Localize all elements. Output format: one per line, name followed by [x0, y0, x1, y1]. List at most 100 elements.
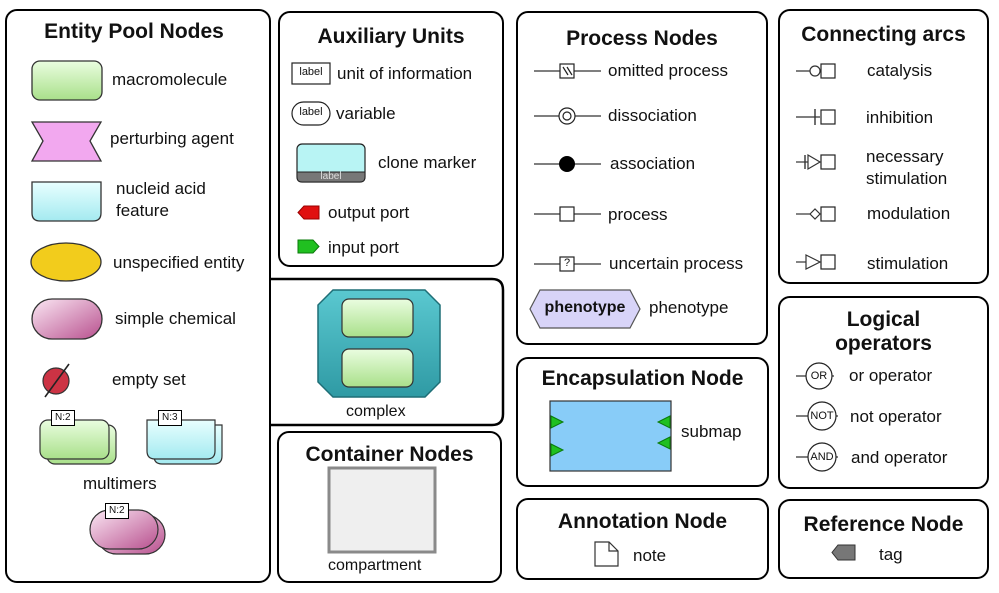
complex-label: complex: [346, 403, 406, 420]
submap-label: submap: [681, 422, 742, 441]
note-label: note: [633, 546, 667, 565]
empty-set-label: empty set: [112, 370, 186, 389]
process-panel: Process Nodes: [516, 11, 768, 345]
association-label: association: [610, 154, 696, 173]
input-port-icon: [297, 239, 320, 254]
not-box-text: NOT: [810, 410, 834, 422]
process-label: process: [608, 205, 668, 224]
submap-glyph: [549, 400, 672, 472]
unit-box-text: label: [299, 66, 323, 78]
arcs-panel: Connecting arcs: [778, 9, 989, 284]
omitted-process-label: omitted process: [608, 61, 728, 80]
submap-port-right-bottom: [656, 436, 671, 450]
dissociation-label: dissociation: [608, 106, 697, 125]
unit-of-information-glyph: [291, 62, 331, 85]
process-title: Process Nodes: [566, 27, 718, 50]
unspecified-entity-glyph: [30, 242, 102, 282]
empty-set-slash: [44, 363, 70, 398]
annotation-title: Annotation Node: [557, 510, 728, 533]
multimers-label: multimers: [83, 474, 157, 493]
necessary-stimulation-arc-icon: [807, 153, 822, 171]
catalysis-label: catalysis: [867, 61, 933, 80]
and-box-text: AND: [810, 451, 834, 463]
tag-label: tag: [879, 545, 903, 564]
reference-panel: Reference Node: [778, 499, 989, 579]
phenotype-glyph: [529, 289, 641, 329]
or-box-text: OR: [810, 370, 828, 382]
nucleic-acid-glyph: [31, 181, 102, 222]
output-port-label: output port: [328, 203, 410, 222]
necessary-stimulation-label-1: necessary: [866, 147, 944, 166]
unit-of-information-label: unit of information: [337, 64, 473, 83]
logical-title-2: operators: [835, 332, 932, 355]
not-operator-label: not operator: [850, 407, 942, 426]
submap-port-left-bottom: [550, 443, 565, 457]
phenotype-box-text: phenotype: [544, 299, 626, 316]
stimulation-label: stimulation: [867, 254, 949, 273]
perturbing-agent-label: perturbing agent: [110, 129, 234, 148]
and-operator-label: and operator: [851, 448, 948, 467]
logical-panel: Logical operators: [778, 296, 989, 489]
not-operator-glyph: [807, 401, 837, 431]
modulation-label: modulation: [867, 204, 951, 223]
process-glyph: [559, 206, 575, 222]
encapsulation-title: Encapsulation Node: [541, 367, 744, 390]
uncertain-process-label: uncertain process: [609, 254, 744, 273]
complex-subunit-top: [341, 298, 414, 338]
perturbing-agent-glyph: [30, 121, 103, 162]
compartment-glyph: [327, 466, 437, 554]
variable-glyph: [291, 101, 331, 126]
stimulation-arc-icon: [805, 254, 822, 270]
container-title: Container Nodes: [305, 443, 474, 466]
association-glyph: [559, 156, 575, 172]
multimer-nucleic-front: [146, 419, 216, 460]
clone-marker-band: [296, 171, 366, 183]
entity-pool-title: Entity Pool Nodes: [44, 20, 224, 43]
nucleic-acid-label-1: nucleid acid: [116, 179, 206, 198]
multimer-card-3: N:2: [105, 503, 129, 519]
annotation-panel: Annotation Node: [516, 498, 769, 580]
reference-title: Reference Node: [803, 513, 964, 536]
complex-subunit-bottom: [341, 348, 414, 388]
entity-pool-panel: Entity Pool Nodes: [5, 9, 271, 583]
input-port-label: input port: [328, 238, 399, 257]
submap-port-right-top: [656, 415, 671, 429]
tag-icon: [831, 544, 856, 561]
variable-label: variable: [336, 104, 396, 123]
logical-title-1: Logical: [846, 308, 921, 331]
uncertain-process-glyph: [559, 256, 575, 272]
auxiliary-title: Auxiliary Units: [317, 25, 465, 48]
modulation-arc-icon: [809, 208, 821, 220]
phenotype-label: phenotype: [649, 298, 729, 317]
note-icon: [594, 541, 619, 567]
simple-chemical-label: simple chemical: [115, 309, 236, 328]
nucleic-acid-label-2: feature: [116, 201, 169, 220]
compartment-label: compartment: [328, 557, 422, 574]
or-operator-label: or operator: [849, 366, 933, 385]
inhibition-label: inhibition: [866, 108, 934, 127]
variable-box-text: label: [299, 106, 323, 118]
arcs-title: Connecting arcs: [801, 23, 966, 46]
and-operator-glyph: [807, 442, 837, 472]
necessary-stimulation-label-2: stimulation: [866, 169, 948, 188]
macromolecule-glyph: [31, 60, 103, 101]
auxiliary-panel: Auxiliary Units: [278, 11, 504, 267]
submap-port-left-top: [550, 415, 565, 429]
unspecified-entity-label: unspecified entity: [113, 253, 245, 272]
catalysis-arc-icon: [809, 65, 821, 77]
output-port-icon: [297, 205, 320, 220]
macromolecule-label: macromolecule: [112, 70, 228, 89]
clone-box-text: label: [320, 171, 342, 182]
multimer-card-1: N:2: [51, 410, 75, 426]
or-operator-glyph: [805, 362, 833, 390]
